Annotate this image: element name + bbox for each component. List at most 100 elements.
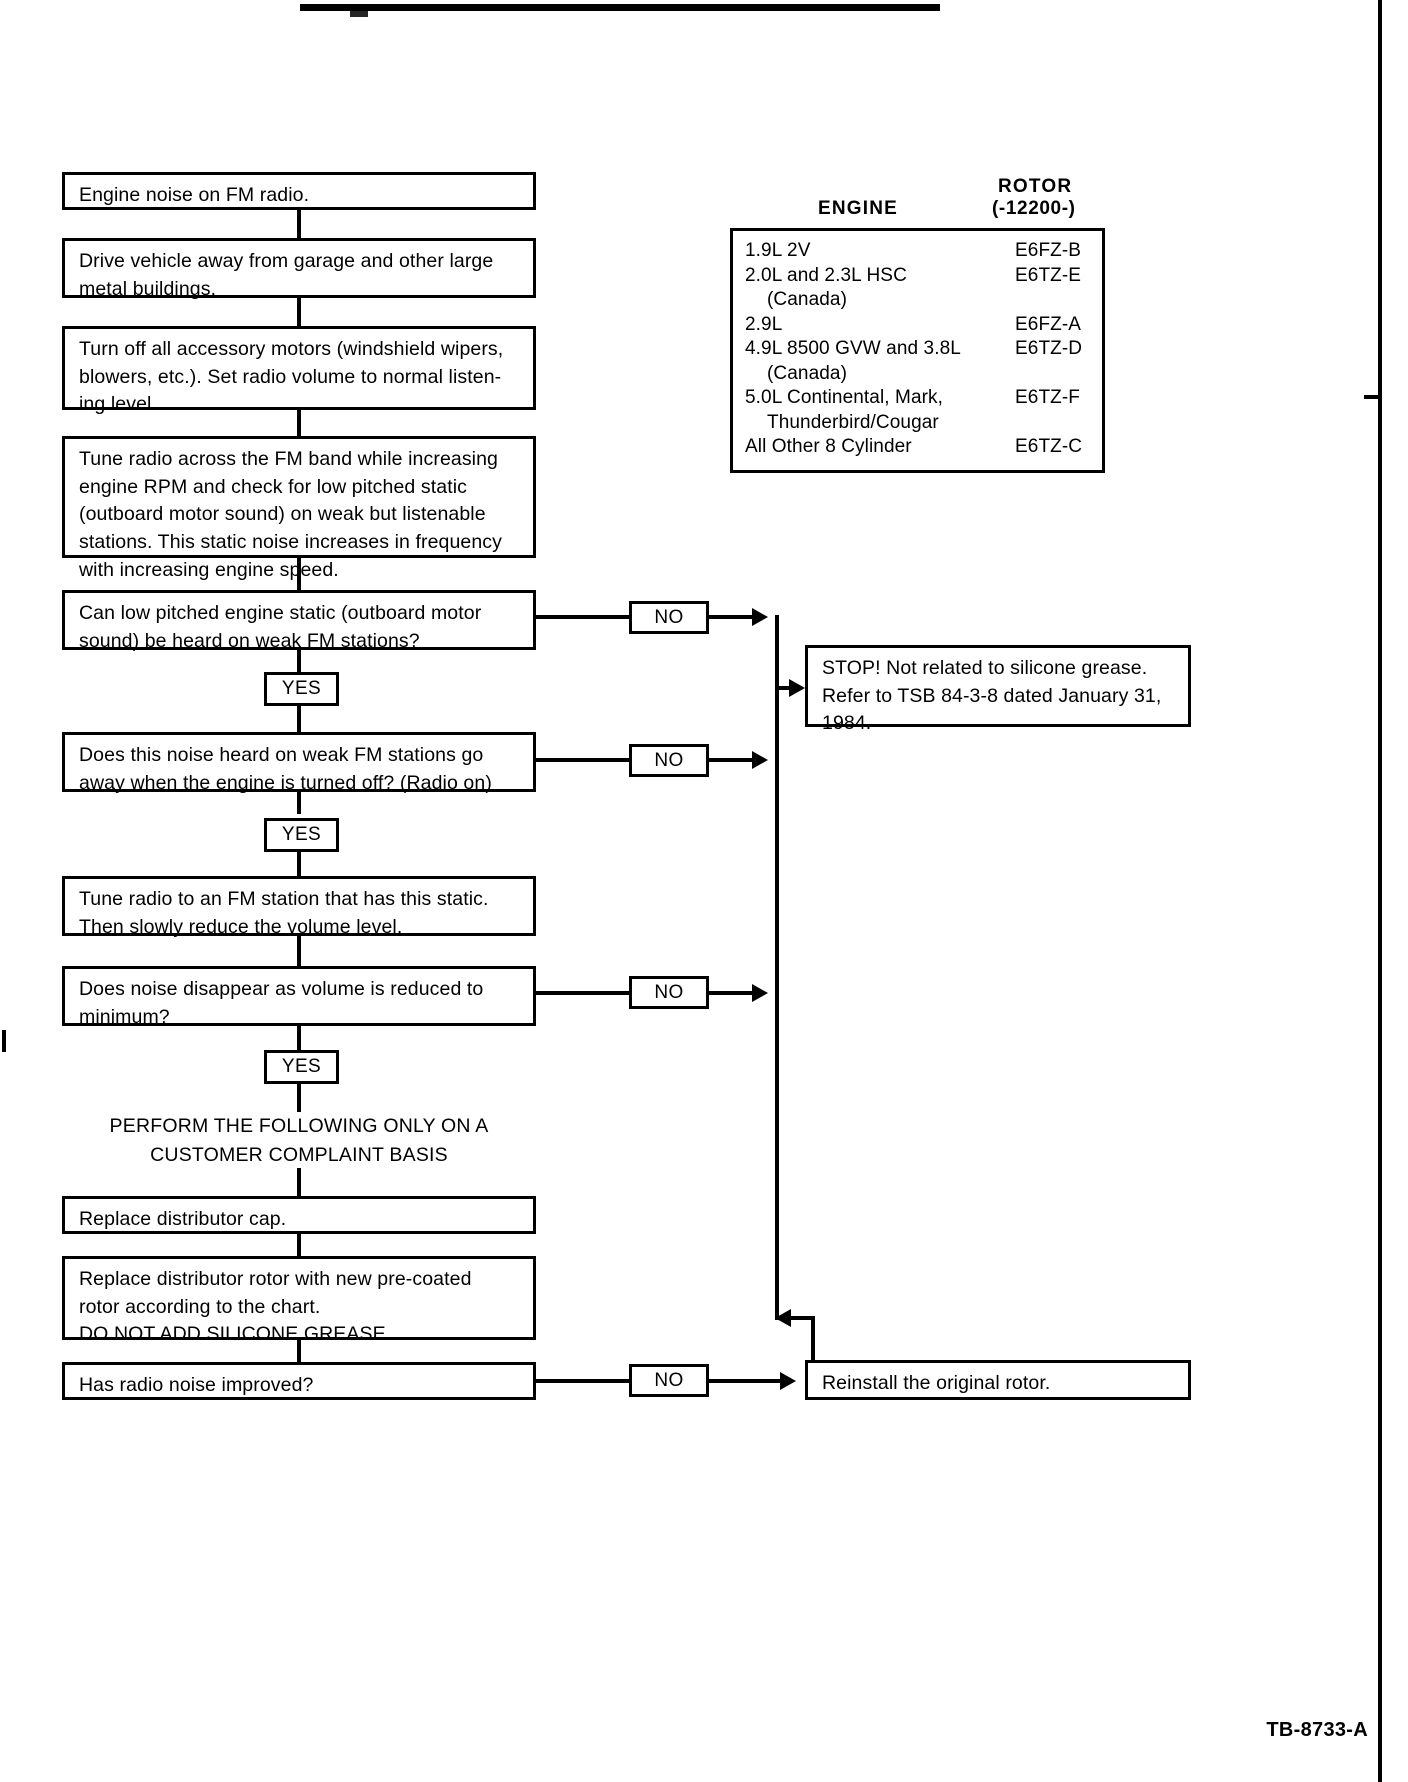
table-cell-rotor: E6TZ-C [1015,436,1083,457]
flow-box-drive-away: Drive vehicle away from garage and other… [62,238,536,300]
label-no-engine-off: NO [629,744,709,777]
connector-q-volume-no [536,991,636,995]
table-cell-engine: 2.0L and 2.3L HSC [745,264,907,286]
flow-text-line: 1984. [822,712,872,735]
connector-no-volume-to-bus [709,991,759,995]
page-tick-right [1364,395,1380,399]
connector-q-engine-off-no [536,758,636,762]
connector-note-to-replace-cap [297,1168,301,1198]
rotor-table-header-engine: ENGINE [818,198,899,219]
flow-box-question-engine-off: Does this noise heard on weak FM station… [62,732,536,794]
page-border-right [1378,0,1382,1782]
label-no-improved: NO [629,1364,709,1397]
connector-q-static-yes-bottom [297,706,301,732]
flow-text-line: away when the engine is turned off? (Rad… [79,771,492,794]
flow-text-line: Tune radio across the FM band while incr… [79,448,499,470]
page-border-top [300,4,940,11]
arrowhead-no-engine-off [752,751,768,769]
rotor-table-header: ENGINE ROTOR (-12200-) [730,170,1105,228]
table-row: 4.9L 8500 GVW and 3.8L E6TZ-D [733,337,1102,362]
flow-box-start: Engine noise on FM radio. [62,172,536,210]
rotor-table-body: 1.9L 2V E6FZ-B 2.0L and 2.3L HSC E6TZ-E … [730,228,1105,473]
arrowhead-bus-elbow [775,1309,791,1327]
connector-rotor-to-q-improved [297,1340,301,1362]
flow-text-line: sound) be heard on weak FM stations? [79,629,420,652]
table-cell-rotor: E6TZ-E [1015,264,1082,286]
flow-text-line: (outboard motor sound) on weak but liste… [79,503,486,526]
table-cell-rotor: E6TZ-F [1015,387,1080,408]
connector-volume-yes-bottom [297,1084,301,1112]
flow-text-warning: DO NOT ADD SILICONE GREASE. [79,1323,392,1346]
flow-text-line: blowers, etc.). Set radio volume to norm… [79,365,502,388]
flow-text-line: rotor according to the chart. [79,1295,321,1318]
connector-reduce-to-q-volume [297,936,301,966]
flow-text-line: Does noise disappear as volume is reduce… [79,978,484,1000]
arrowhead-no-volume [752,984,768,1002]
table-row: 1.9L 2V E6FZ-B [733,239,1102,264]
note-line-2: CUSTOMER COMPLAINT BASIS [150,1144,448,1167]
flow-box-accessories: Turn off all accessory motors (windshiel… [62,326,536,415]
connector-bus-to-stop [775,686,793,690]
page-tick-left [2,1030,6,1052]
flow-text-line: metal buildings. [79,277,217,300]
connector-no-engine-off-to-bus [709,758,759,762]
flow-text-line: with increasing engine speed. [79,558,339,581]
table-row: All Other 8 Cylinder E6TZ-C [733,435,1102,460]
flow-box-question-improved: Has radio noise improved? [62,1362,536,1400]
connector-engine-off-yes-bottom [297,852,301,876]
table-cell-engine: 4.9L 8500 GVW and 3.8L [745,338,961,359]
flow-text-line: stations. This static noise increases in… [79,531,503,554]
flow-text-line: Can low pitched engine static (outboard … [79,602,482,624]
arrowhead-stop-box [789,679,805,697]
label-yes-volume: YES [264,1050,339,1084]
connector-volume-yes-top [297,1026,301,1050]
flow-text-line: Refer to TSB 84-3-8 dated January 31, [822,684,1162,707]
connector-no-bus-vertical [775,615,779,1320]
arrowhead-no-static [752,608,768,626]
rotor-table-header-rotor-line2: (-12200-) [992,198,1076,219]
connector-tune-to-q-static [297,558,301,590]
connector-drive-to-accessories [297,298,301,326]
document-reference-code: TB-8733-A [1266,1719,1368,1741]
connector-q-improved-no [536,1379,636,1383]
table-cell-engine: (Canada) [767,289,848,310]
table-cell-engine: 2.9L [745,313,783,335]
rotor-table-header-rotor-line1: ROTOR [998,176,1073,197]
flow-text-line: Replace distributor rotor with new pre-c… [79,1268,472,1290]
arrowhead-no-improved [780,1372,796,1390]
table-cell-rotor: E6TZ-D [1015,338,1083,359]
table-cell-rotor: E6FZ-A [1015,313,1082,335]
page-artifact-mark [350,11,368,17]
connector-no-static-to-bus [709,615,759,619]
label-no-static: NO [629,601,709,634]
connector-engine-off-yes-top [297,792,301,814]
flow-text-line: minimum? [79,1005,170,1028]
flow-box-question-static: Can low pitched engine static (outboard … [62,590,536,652]
table-cell-engine: 1.9L 2V [745,240,811,261]
table-cell-engine: Thunderbird/Cougar [767,411,939,433]
flow-text-line: Then slowly reduce the volume level. [79,915,403,938]
table-cell-engine: 5.0L Continental, Mark, [745,387,944,408]
flow-text-line: engine RPM and check for low pitched sta… [79,475,467,498]
rotor-reference-table: ENGINE ROTOR (-12200-) 1.9L 2V E6FZ-B 2.… [730,170,1105,473]
flow-text-line: Does this noise heard on weak FM station… [79,744,484,766]
flow-text-line: Turn off all accessory motors (windshiel… [79,338,504,360]
flow-text-line: Reinstall the original rotor. [822,1372,1051,1394]
flow-text-line: STOP! Not related to silicone grease. [822,657,1148,679]
table-row: 5.0L Continental, Mark, E6TZ-F [733,386,1102,411]
flow-text-line: Has radio noise improved? [79,1374,314,1396]
flow-text-line: Engine noise on FM radio. [79,184,310,206]
note-line-1: PERFORM THE FOLLOWING ONLY ON A [109,1115,489,1137]
table-row: 2.9L E6FZ-A [733,313,1102,338]
flow-text-line: Drive vehicle away from garage and other… [79,250,494,272]
table-cell-engine: All Other 8 Cylinder [745,436,912,457]
connector-bus-elbow-down [811,1316,815,1362]
connector-start-to-drive [297,210,301,238]
table-row: 2.0L and 2.3L HSC E6TZ-E [733,264,1102,289]
flow-box-replace-rotor: Replace distributor rotor with new pre-c… [62,1256,536,1345]
flow-box-stop: STOP! Not related to silicone grease. Re… [805,645,1191,734]
connector-q-static-yes-top [297,650,301,672]
note-customer-complaint: PERFORM THE FOLLOWING ONLY ON A CUSTOMER… [62,1112,536,1171]
flow-box-reinstall-rotor: Reinstall the original rotor. [805,1360,1191,1400]
